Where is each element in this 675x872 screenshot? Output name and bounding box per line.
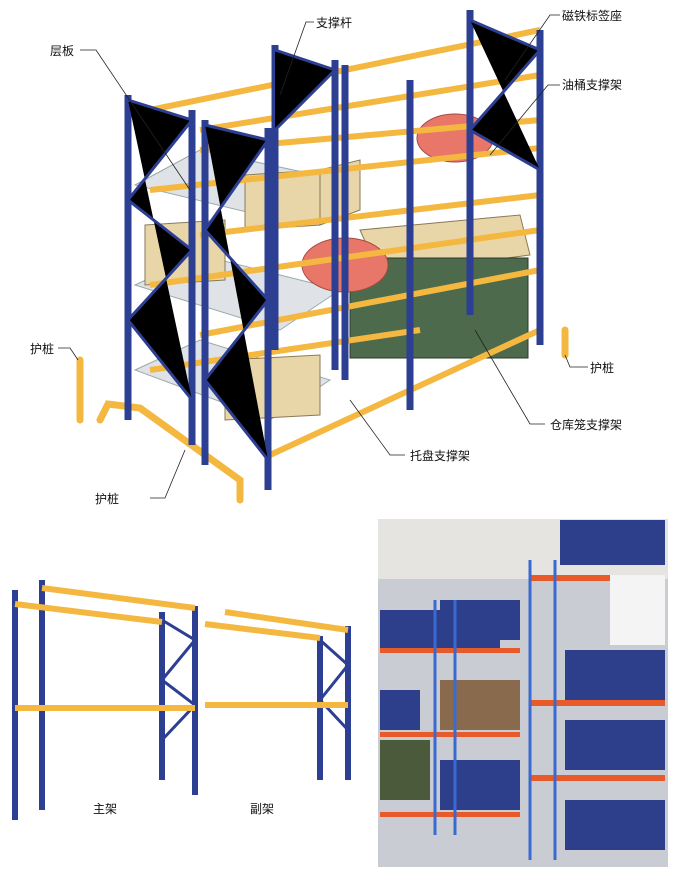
label-guard-post-bottom: 护桩: [95, 492, 120, 506]
label-main-frame: 主架: [93, 802, 118, 816]
label-drum-support: 油桶支撑架: [562, 78, 623, 92]
label-cage-support: 仓库笼支撑架: [550, 418, 623, 432]
sub-frame-drawing: [204, 609, 351, 780]
warehouse-cage: [349, 257, 529, 359]
main-frame-drawing: [12, 580, 198, 820]
leader-lines: [58, 14, 588, 499]
guard-rail: [76, 326, 569, 504]
label-sub-frame: 副架: [250, 802, 275, 816]
label-magnetic-label-holder: 磁铁标签座: [562, 9, 623, 23]
label-guard-post-left: 护桩: [30, 342, 55, 356]
warehouse-photo: [378, 519, 668, 867]
label-shelf-board: 层板: [50, 44, 75, 58]
bracing: [125, 18, 543, 461]
label-pallet-support: 托盘支撑架: [410, 449, 471, 463]
label-guard-post-right: 护桩: [590, 361, 615, 375]
label-support-bar: 支撑杆: [316, 16, 353, 30]
